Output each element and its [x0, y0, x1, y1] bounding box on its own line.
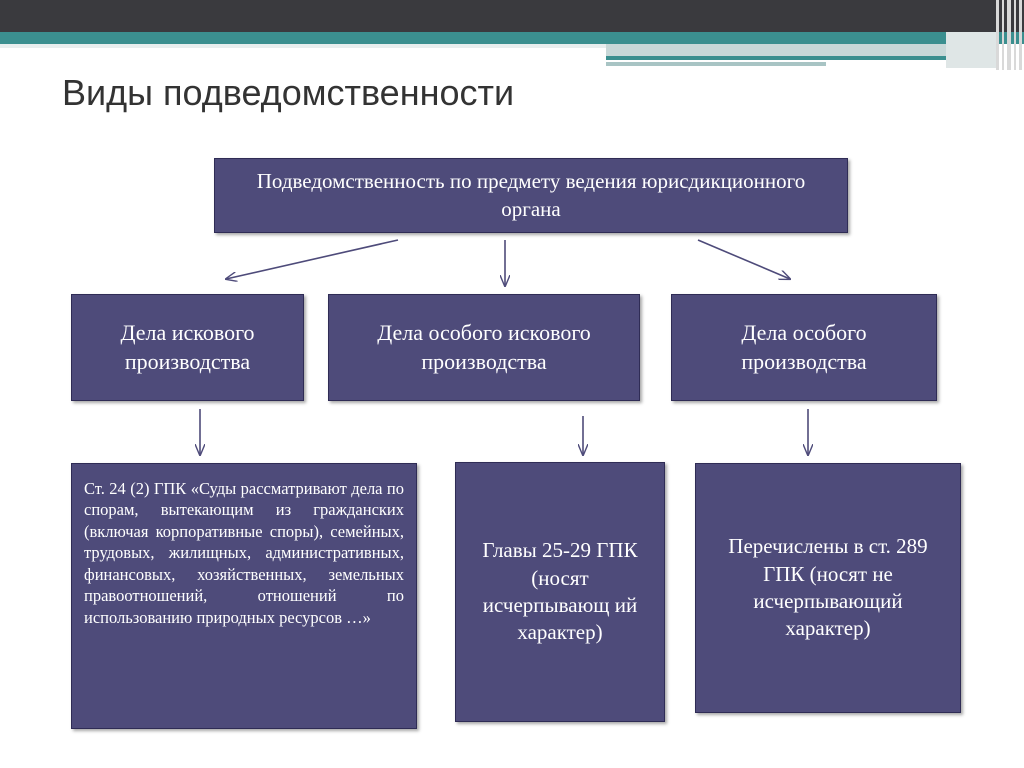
- header-vertical-bars: [994, 0, 1024, 70]
- header-band-light: [0, 44, 606, 48]
- header-corner: [946, 32, 998, 68]
- detail-node-text: Ст. 24 (2) ГПК «Суды рассматривают дела …: [84, 479, 404, 627]
- category-node-special-proceedings: Дела особого производства: [671, 294, 937, 401]
- arrow-root-to-left: [226, 239, 399, 279]
- detail-node-text: Главы 25-29 ГПК (носят исчерпывающ ий ха…: [482, 538, 638, 645]
- header-strip: [606, 56, 946, 60]
- detail-node-text: Перечислены в ст. 289 ГПК (носят не исче…: [728, 534, 928, 641]
- header-strip: [606, 44, 946, 56]
- category-node-claim-proceedings: Дела искового производства: [71, 294, 304, 401]
- detail-node-special-claim-proceedings: Главы 25-29 ГПК (носят исчерпывающ ий ха…: [455, 462, 665, 722]
- detail-node-special-proceedings: Перечислены в ст. 289 ГПК (носят не исче…: [695, 463, 961, 713]
- category-node-label: Дела особого производства: [741, 319, 867, 374]
- category-node-label: Дела искового производства: [120, 319, 255, 374]
- arrow-root-to-right: [697, 239, 790, 279]
- detail-node-claim-proceedings: Ст. 24 (2) ГПК «Суды рассматривают дела …: [71, 463, 417, 729]
- header-strip: [606, 62, 826, 66]
- root-node: Подведомственность по предмету ведения ю…: [214, 158, 848, 233]
- root-node-label: Подведомственность по предмету ведения ю…: [256, 169, 806, 221]
- category-node-special-claim-proceedings: Дела особого искового производства: [328, 294, 640, 401]
- category-node-label: Дела особого искового производства: [377, 319, 591, 374]
- header-band-dark: [0, 0, 1024, 32]
- header-band-teal: [0, 32, 1024, 44]
- slide-title: Виды подведомственности: [62, 72, 515, 113]
